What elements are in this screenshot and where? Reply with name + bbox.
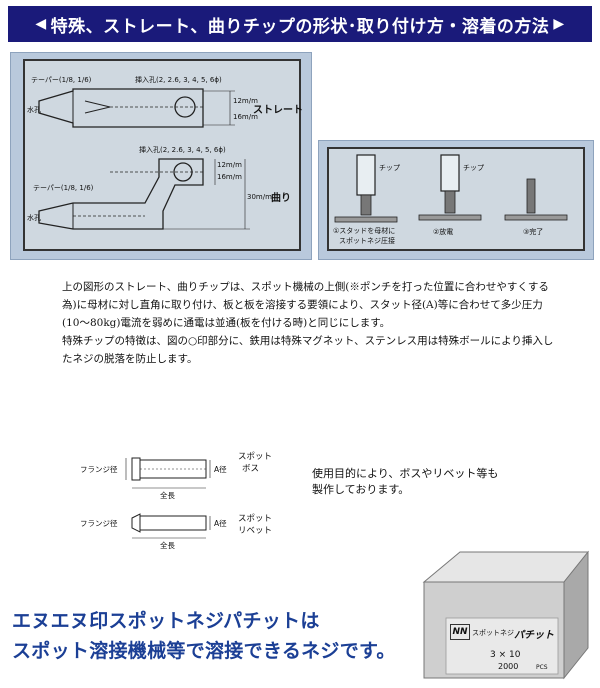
product-logo: NN bbox=[450, 624, 470, 640]
title-banner: ◀ 特殊、ストレート、曲りチップの形状･取り付け方・溶着の方法 ▶ bbox=[8, 6, 592, 42]
boss-a-label: A径 bbox=[214, 465, 227, 474]
description-para-1: 上の図形のストレート、曲りチップは、スポット機械の上側(※ポンチを打った位置に合… bbox=[62, 281, 549, 329]
step-1-line2: スポットネジ圧接 bbox=[339, 237, 395, 245]
boss-flange-label: フランジ径 bbox=[80, 465, 118, 474]
chip-shape-diagram: テーパー(1/8, 1/6) 水孔 挿入孔(2, 2.6, 3, 4, 5, 6… bbox=[23, 59, 303, 251]
straight-label: ストレート bbox=[253, 105, 303, 116]
right-triangle-icon: ▶ bbox=[553, 16, 565, 32]
step-2-label: ②放電 bbox=[433, 228, 454, 236]
rivet-name-2: リベット bbox=[238, 526, 273, 536]
boss-name-2: ボス bbox=[242, 464, 260, 474]
dim-16mm-top: 16m/m bbox=[233, 113, 258, 121]
spot-parts-diagram: フランジ径 A径 全長 スポット ボス フランジ径 A径 全長 スポット リベッ… bbox=[70, 440, 290, 560]
insert-hole-label-top: 挿入孔(2, 2.6, 3, 4, 5, 6ϕ) bbox=[135, 76, 222, 84]
dim-16mm-bottom: 16m/m bbox=[217, 173, 242, 181]
insert-hole-label-bottom: 挿入孔(2, 2.6, 3, 4, 5, 6ϕ) bbox=[139, 146, 226, 154]
boss-length-label: 全長 bbox=[160, 491, 175, 500]
welding-steps-drawing bbox=[334, 154, 568, 223]
product-name: パチット bbox=[514, 630, 554, 641]
description-text: 上の図形のストレート、曲りチップは、スポット機械の上側(※ポンチを打った位置に合… bbox=[62, 278, 562, 368]
bent-label: 曲り bbox=[271, 193, 291, 204]
product-box-drawing bbox=[422, 550, 590, 680]
product-qty: 2000 bbox=[498, 662, 519, 671]
chip-label-2: チップ bbox=[463, 164, 484, 172]
caption-line-2: スポット溶接機械等で溶接できるネジです。 bbox=[12, 640, 396, 662]
product-size: 3 × 10 bbox=[490, 650, 521, 660]
product-box-photo: NN スポットネジ パチット 3 × 10 2000 PCS bbox=[404, 540, 594, 680]
water-hole-label-bottom: 水孔 bbox=[27, 214, 41, 222]
taper-label-top: テーパー(1/8, 1/6) bbox=[31, 76, 92, 84]
step-1-line1: ①スタッドを母材に bbox=[333, 227, 396, 235]
welding-steps-panel: チップ チップ ①スタッドを母材に スポットネジ圧接 ②放電 ③完了 bbox=[318, 140, 594, 260]
water-hole-label-top: 水孔 bbox=[27, 106, 41, 114]
chip-shape-panel: テーパー(1/8, 1/6) 水孔 挿入孔(2, 2.6, 3, 4, 5, 6… bbox=[10, 52, 312, 260]
welding-steps-diagram: チップ チップ ①スタッドを母材に スポットネジ圧接 ②放電 ③完了 bbox=[327, 147, 585, 251]
rivet-name-1: スポット bbox=[238, 514, 273, 524]
step-3-label: ③完了 bbox=[523, 228, 544, 236]
dim-12mm-top: 12m/m bbox=[233, 97, 258, 105]
chip-shape-drawing bbox=[38, 88, 250, 230]
rivet-length-label: 全長 bbox=[160, 541, 175, 550]
left-triangle-icon: ◀ bbox=[35, 16, 47, 32]
chip-label-1: チップ bbox=[379, 164, 400, 172]
rivet-a-label: A径 bbox=[214, 519, 227, 528]
usage-line-2: 製作しております。 bbox=[312, 483, 410, 496]
boss-name-1: スポット bbox=[238, 452, 273, 462]
description-para-2: 特殊チップの特徴は、図の○印部分に、鉄用は特殊マグネット、ステンレス用は特殊ボー… bbox=[62, 335, 554, 365]
usage-text: 使用目的により、ボスやリベット等も 製作しております。 bbox=[312, 466, 498, 498]
usage-line-1: 使用目的により、ボスやリベット等も bbox=[312, 467, 499, 480]
spot-parts-drawing bbox=[125, 457, 211, 539]
taper-label-bottom: テーパー(1/8, 1/6) bbox=[33, 184, 94, 192]
banner-title: 特殊、ストレート、曲りチップの形状･取り付け方・溶着の方法 bbox=[50, 16, 550, 37]
dim-12mm-bottom: 12m/m bbox=[217, 161, 242, 169]
product-code: PCS bbox=[536, 664, 548, 671]
product-label: スポットネジ bbox=[472, 629, 514, 637]
dim-30mm: 30m/m bbox=[247, 193, 272, 201]
caption-line-1: エヌエヌ印スポットネジパチットは bbox=[12, 610, 320, 632]
rivet-flange-label: フランジ径 bbox=[80, 519, 118, 528]
